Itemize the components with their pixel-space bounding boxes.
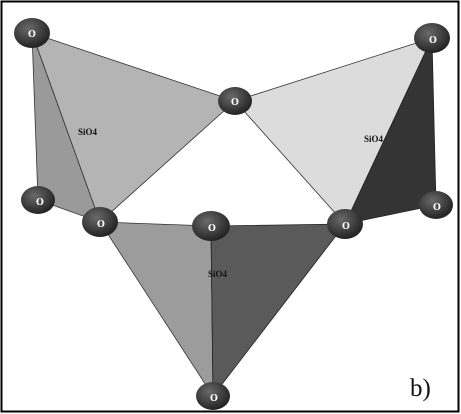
oxygen-atom: O (82, 207, 118, 237)
tetrahedron-face (31, 32, 236, 223)
tetrahedron-face (210, 223, 346, 398)
atom-sphere (196, 382, 230, 410)
atom-sphere (414, 23, 450, 53)
oxygen-atom: O (414, 23, 450, 53)
oxygen-atom: O (419, 191, 453, 219)
tetrahedron-top-left: SiO4 (31, 32, 236, 223)
atom-label: O (97, 220, 105, 230)
tetrahedron-face (344, 37, 437, 225)
panel-label: b) (410, 375, 431, 402)
oxygen-atom: O (192, 211, 230, 241)
oxygen-atom: O (196, 382, 230, 410)
atom-label: O (433, 203, 441, 213)
atom-sphere (419, 191, 453, 219)
atom-sphere (327, 209, 363, 239)
tetrahedron-top-right: SiO4 (234, 37, 437, 225)
tetrahedron-bottom: SiO4 (99, 221, 346, 398)
atom-sphere (218, 87, 252, 115)
atom-sphere (14, 18, 50, 48)
tetrahedron-label: SiO4 (78, 127, 98, 137)
atom-sphere (21, 186, 55, 214)
atom-label: O (208, 224, 216, 234)
atom-label: O (231, 98, 239, 108)
oxygen-atom: O (21, 186, 55, 214)
atom-label: O (36, 198, 44, 208)
oxygen-atom: O (14, 18, 50, 48)
atom-sphere (82, 207, 118, 237)
oxygen-atom: O (327, 209, 363, 239)
tetrahedron-label: SiO4 (208, 269, 228, 279)
atom-label: O (210, 394, 218, 404)
tetrahedron-label: SiO4 (364, 134, 384, 144)
atom-label: O (342, 222, 350, 232)
oxygen-atom: O (218, 87, 252, 115)
atom-label: O (429, 36, 437, 46)
atom-sphere (192, 211, 230, 241)
atom-label: O (28, 30, 36, 40)
